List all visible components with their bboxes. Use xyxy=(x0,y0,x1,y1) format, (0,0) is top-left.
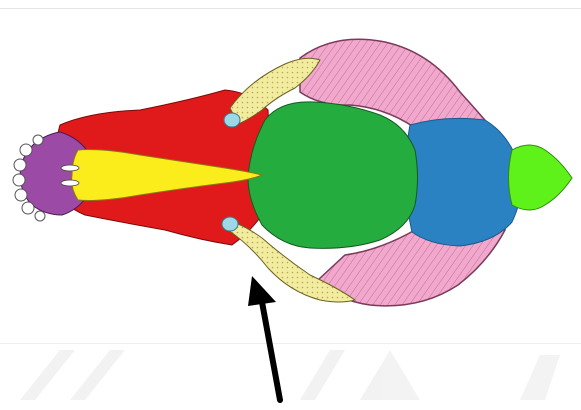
lacrimal-lower xyxy=(222,217,238,231)
nostril-lower xyxy=(61,180,79,186)
lacrimal-upper xyxy=(224,113,240,127)
arrow-up-icon xyxy=(248,276,280,400)
parietal-region xyxy=(405,118,521,246)
occipital-region xyxy=(509,145,573,210)
nostril-upper xyxy=(61,165,79,171)
watermark-glyphs xyxy=(20,350,560,400)
frontal-region xyxy=(248,102,418,249)
